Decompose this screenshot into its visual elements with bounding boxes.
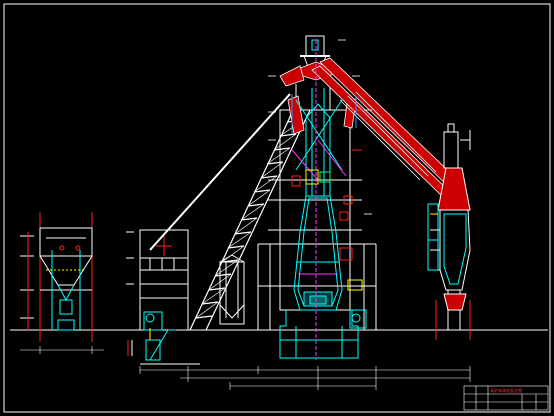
furnace-foundation bbox=[279, 310, 359, 359]
skip-hoist-house bbox=[126, 229, 189, 356]
gas-downcomer-right-detail bbox=[339, 91, 437, 181]
silo bbox=[219, 254, 245, 325]
furnace-details-colored bbox=[291, 40, 367, 360]
dust-catcher bbox=[427, 123, 471, 340]
dimension-lines bbox=[20, 346, 471, 390]
furnace-tower-frame bbox=[257, 84, 377, 330]
title-block-drawing-title: 高炉本体剖面总图 bbox=[490, 387, 522, 393]
skip-bridge-truss bbox=[149, 93, 311, 331]
left-bin bbox=[20, 212, 93, 342]
drawing-frame bbox=[3, 3, 551, 413]
skip-car-lower bbox=[140, 328, 200, 365]
level-marks bbox=[268, 39, 372, 215]
blast-furnace-body bbox=[293, 88, 343, 311]
title-block bbox=[463, 385, 549, 411]
gas-downcomer-right bbox=[311, 57, 461, 199]
